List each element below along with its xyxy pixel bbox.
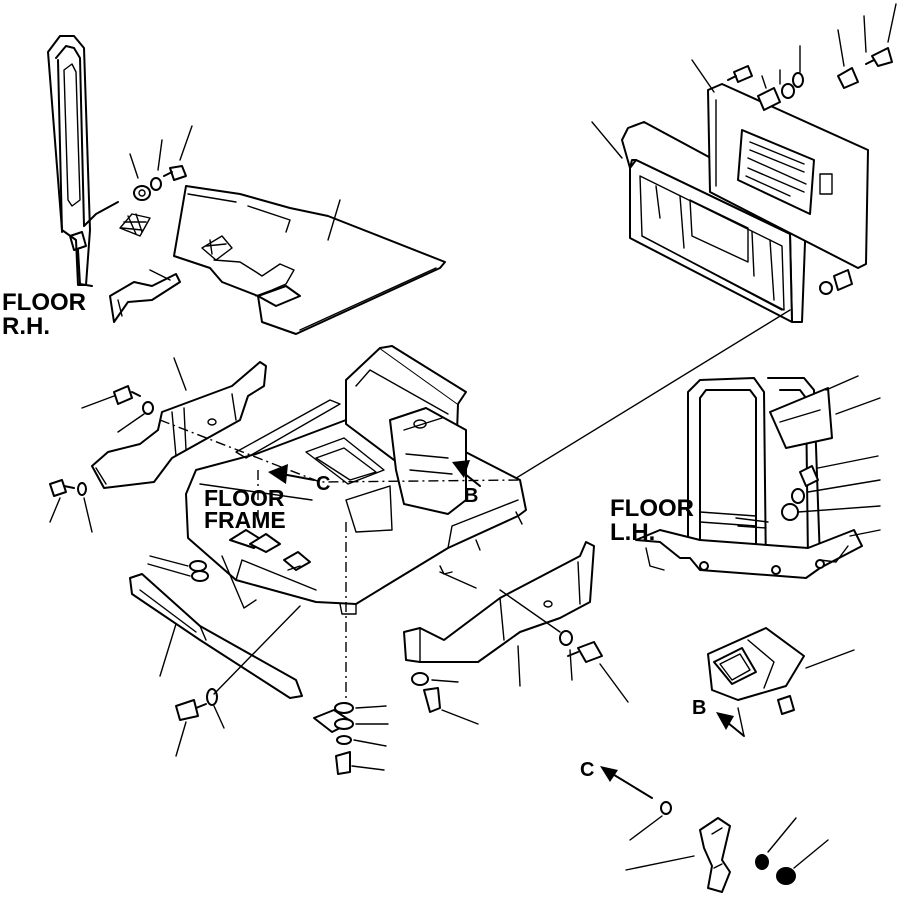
- cab-to-panel-leader: [499, 309, 791, 489]
- rear-panel-frame: [591, 121, 807, 323]
- floor-lh-label-line1: FLOOR: [610, 495, 694, 522]
- rh-bracket-plate: [109, 273, 181, 323]
- rear-panel-fasteners: [727, 3, 897, 295]
- frame-callout-c-label: C: [316, 473, 330, 495]
- rh-side-bracket: [91, 357, 267, 489]
- rh-handrail: [47, 35, 119, 287]
- detail-b-label: B: [692, 697, 706, 719]
- detail-b-part: [707, 627, 855, 715]
- frame-callout-c-arrow: [268, 464, 315, 484]
- detail-c-part: [600, 766, 829, 893]
- floor-frame: [185, 345, 527, 615]
- frame-mount-washers: [147, 555, 209, 582]
- frame-rail-strip: [235, 399, 341, 459]
- frame-callout-b-arrow: [452, 460, 481, 487]
- frame-callout-b-label: B: [464, 485, 478, 507]
- floor-frame-label-line1: FLOOR: [204, 485, 285, 511]
- floor-rh-label-line2: R.H.: [2, 313, 50, 340]
- rh-anti-slip-pad: [119, 213, 151, 237]
- lh-handrail-assembly: [635, 377, 863, 579]
- lh-bracket-fasteners: [411, 589, 629, 725]
- detail-b-arrow: [716, 707, 745, 737]
- lh-fasteners: [781, 375, 881, 537]
- floor-rh-label-line1: FLOOR: [2, 289, 86, 316]
- rh-floor-mat: [173, 185, 446, 335]
- floor-frame-label-line2: FRAME: [204, 507, 286, 533]
- lh-side-bracket: [403, 541, 595, 687]
- rh-fasteners: [129, 125, 341, 281]
- rh-lower-step: [129, 573, 303, 699]
- center-mount-stack: [313, 522, 389, 775]
- detail-c-label: C: [580, 759, 594, 781]
- floor-lh-label-line2: L.H.: [610, 519, 655, 546]
- rh-bracket-fasteners: [49, 385, 154, 533]
- frame-guide-line: [159, 419, 521, 483]
- rear-cover-plate: [691, 59, 869, 269]
- lower-left-fasteners: [175, 605, 301, 757]
